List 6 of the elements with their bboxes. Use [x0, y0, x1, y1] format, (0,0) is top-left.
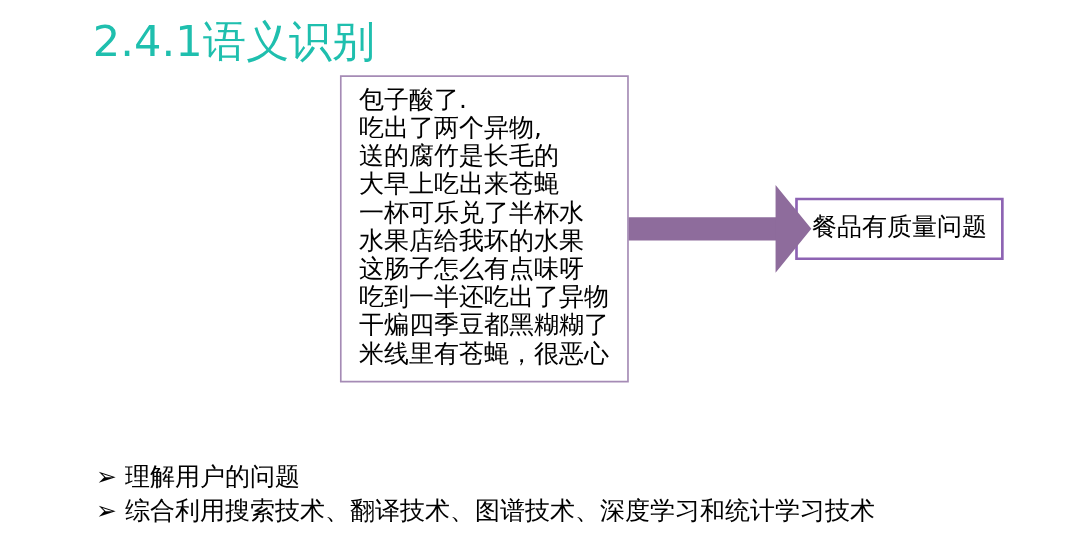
label: ➢ 综合利用搜索技术、翻译技术、图谱技术、深度学习和统计学习技术	[95, 496, 875, 526]
arrow	[628, 185, 812, 273]
node-box: 包子酸了. 吃出了两个异物, 送的腐竹是长毛的 大早上吃出来苍蝇 一杯可乐兑了半杯水 水果店给我坏的水果 这肠子怎么有点味呀 吃到一半还吃出了异物 干煸四季豆都黑糊糊了 米线里有苍蝇，很恶心	[339, 75, 629, 383]
node-box: 餐品有质量问题	[795, 197, 1004, 261]
label: ➢ 理解用户的问题	[95, 461, 300, 491]
diagram-title: 2.4.1语义识别	[92, 15, 375, 66]
